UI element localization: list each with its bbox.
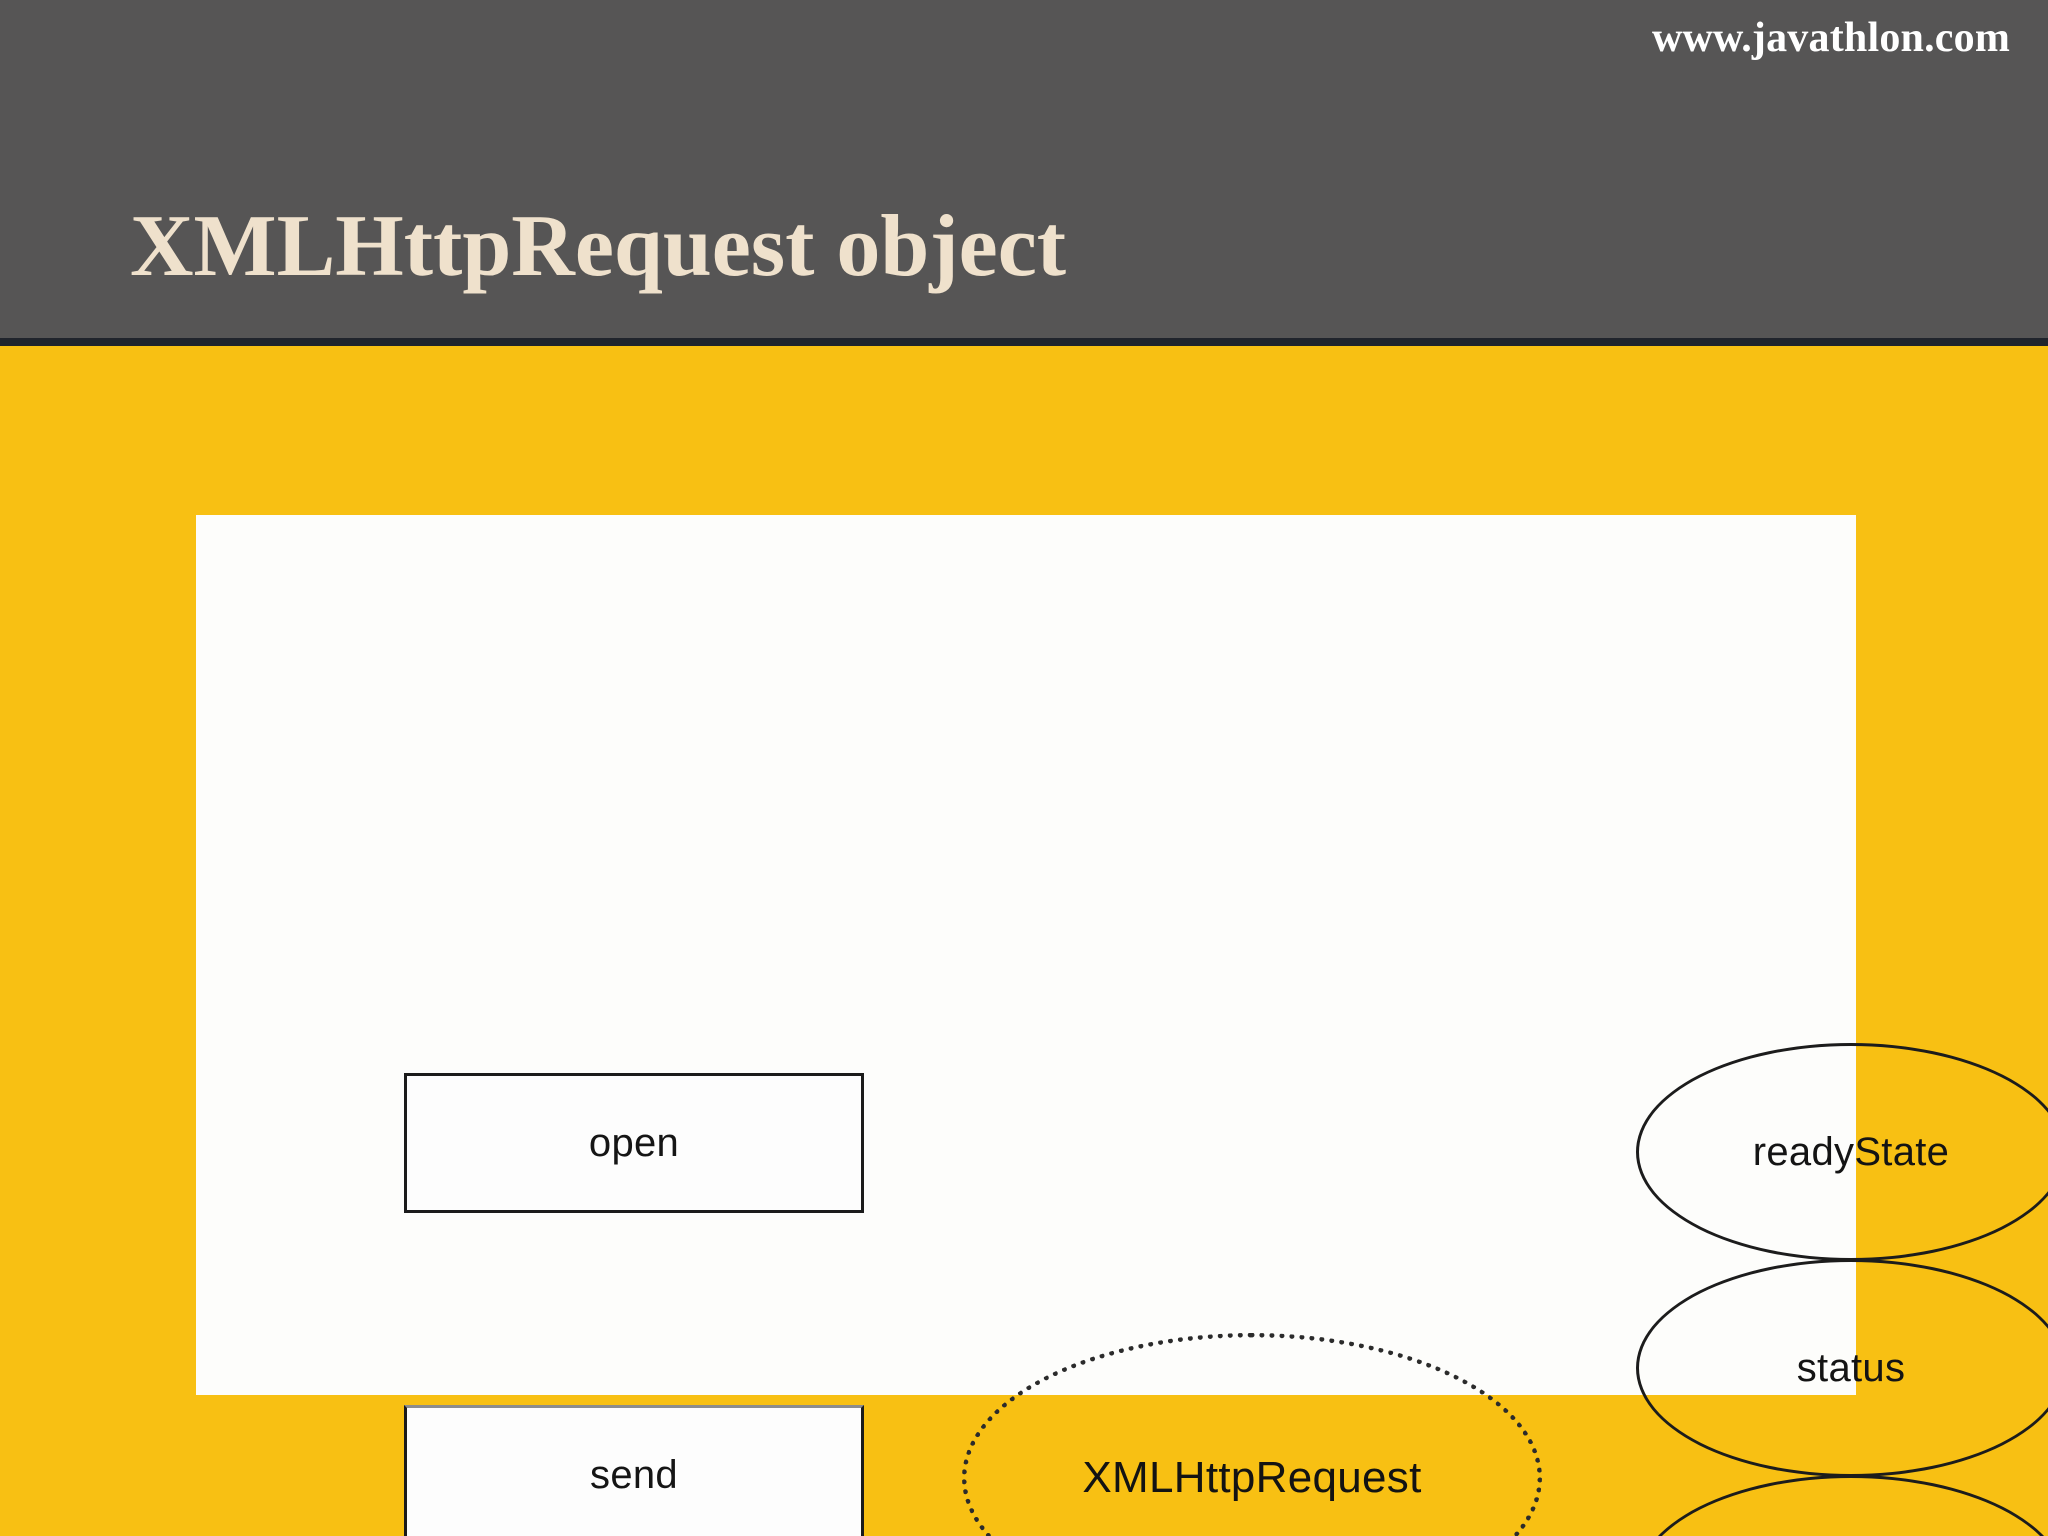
center-node-xmlhttprequest[interactable]: XMLHttpRequest [962, 1333, 1542, 1536]
center-node-label: XMLHttpRequest [1082, 1453, 1422, 1502]
header-bar [0, 0, 2048, 338]
property-label: readyState [1752, 1129, 1950, 1174]
property-ellipse-status[interactable]: status [1636, 1259, 2048, 1477]
method-box-open[interactable]: open [404, 1073, 864, 1213]
property-label: status [1796, 1345, 1906, 1390]
property-ellipse-ready-state[interactable]: readyState [1636, 1043, 2048, 1261]
diagram-panel: open send setRequestHeader XMLHttpReques… [196, 515, 2048, 1536]
page-title: XMLHttpRequest object [130, 197, 1067, 295]
site-url: www.javathlon.com [1651, 15, 2010, 61]
property-ellipse-response-text[interactable]: responseText [1636, 1475, 2048, 1536]
method-box-send[interactable]: send [404, 1405, 864, 1536]
header-divider [0, 338, 2048, 346]
method-label: send [590, 1452, 678, 1497]
method-label: open [588, 1120, 680, 1165]
